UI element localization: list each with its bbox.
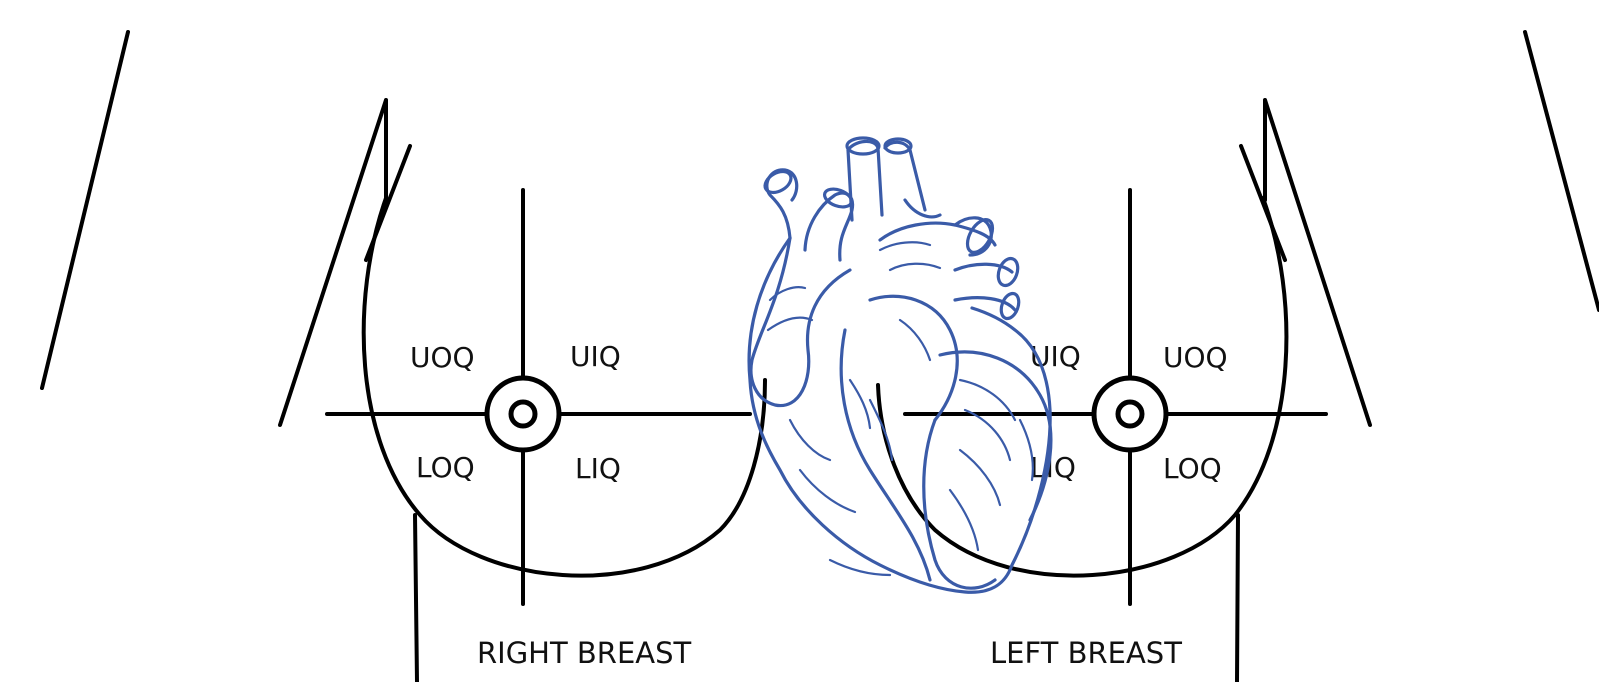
right-axilla-line: [280, 100, 410, 425]
left-breast-caption: LEFT BREAST: [990, 636, 1182, 670]
left-axilla-line: [1241, 100, 1370, 425]
right-uiq-label: UIQ: [570, 340, 621, 373]
anatomical-heart-icon: [749, 138, 1051, 592]
nipple-ring-icon: [487, 378, 559, 450]
torso-left-side-line: [1525, 32, 1599, 310]
left-uoq-label: UOQ: [1163, 341, 1228, 374]
nipple-ring-icon: [1094, 378, 1166, 450]
right-breast-caption: RIGHT BREAST: [477, 636, 692, 670]
right-lower-torso-line: [415, 515, 417, 682]
left-liq-label: LIQ: [1030, 451, 1076, 484]
torso-right-side-line: [42, 32, 128, 388]
right-breast: UOQ UIQ LOQ LIQ RIGHT BREAST: [327, 190, 765, 682]
left-breast-outline: [878, 198, 1286, 576]
left-lower-torso-line: [1237, 515, 1238, 682]
right-uoq-label: UOQ: [410, 341, 475, 374]
right-liq-label: LIQ: [575, 452, 621, 485]
left-breast: UIQ UOQ LIQ LOQ LEFT BREAST: [878, 190, 1326, 682]
left-loq-label: LOQ: [1163, 452, 1222, 485]
right-loq-label: LOQ: [416, 451, 475, 484]
right-breast-outline: [364, 198, 765, 576]
